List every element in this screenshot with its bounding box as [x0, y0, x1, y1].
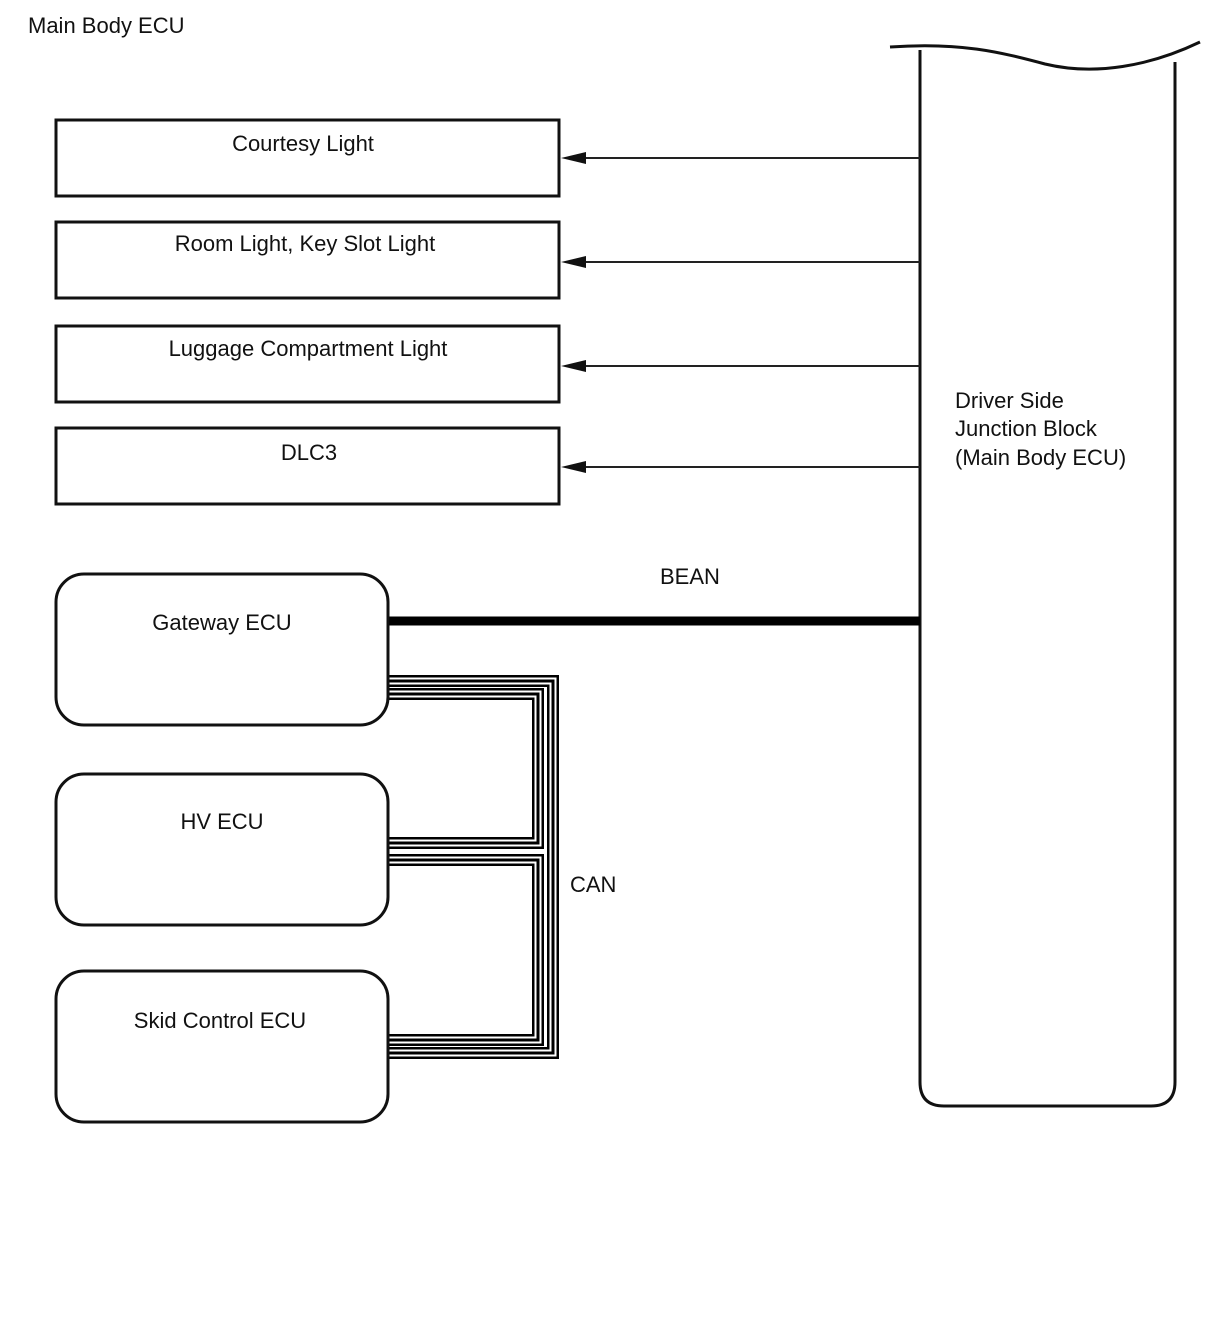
can-bus-outer-line: [388, 675, 559, 1059]
can-bus-branch-hv-lower: [388, 854, 544, 1046]
ecu-hv: HV ECU: [54, 772, 390, 927]
output-luggage-light: Luggage Compartment Light: [54, 324, 561, 404]
output-arrows: [561, 152, 920, 473]
output-label: Room Light, Key Slot Light: [175, 231, 435, 256]
bean-bus-label: BEAN: [660, 564, 720, 589]
output-room-light: Room Light, Key Slot Light: [54, 220, 561, 300]
can-bus-branch-hv-upper: [388, 688, 544, 849]
bean-bus: BEAN: [388, 564, 920, 626]
ecu-skid-control: Skid Control ECU: [54, 969, 390, 1124]
arrow-head-luggage: [561, 360, 586, 372]
junction-block-label-line-2: Junction Block: [955, 416, 1098, 441]
output-box: [54, 220, 561, 300]
arrow-head-room: [561, 256, 586, 268]
output-courtesy-light: Courtesy Light: [54, 118, 561, 198]
junction-block: Driver Side Junction Block (Main Body EC…: [889, 40, 1201, 1108]
output-box: [54, 118, 561, 198]
can-bus: CAN: [388, 675, 616, 1059]
output-dlc3: DLC3: [54, 426, 561, 506]
ecu-label: HV ECU: [180, 809, 263, 834]
ecu-box: [54, 772, 390, 927]
can-bus-label: CAN: [570, 872, 616, 897]
output-label: Courtesy Light: [232, 131, 374, 156]
junction-block-outline: [918, 50, 1177, 1108]
ecu-label: Gateway ECU: [152, 610, 291, 635]
ecu-label: Skid Control ECU: [134, 1008, 306, 1033]
output-label: Luggage Compartment Light: [169, 336, 448, 361]
output-box: [54, 324, 561, 404]
output-label: DLC3: [281, 440, 337, 465]
ecu-gateway: Gateway ECU: [54, 572, 390, 727]
output-box: [54, 426, 561, 506]
junction-block-label-line-3: (Main Body ECU): [955, 445, 1126, 470]
junction-block-break-line: [889, 40, 1201, 71]
ecu-box: [54, 572, 390, 727]
arrow-head-dlc3: [561, 461, 586, 473]
junction-block-label-line-1: Driver Side: [955, 388, 1064, 413]
arrow-head-courtesy: [561, 152, 586, 164]
ecu-box: [54, 969, 390, 1124]
diagram-title: Main Body ECU: [28, 13, 185, 38]
